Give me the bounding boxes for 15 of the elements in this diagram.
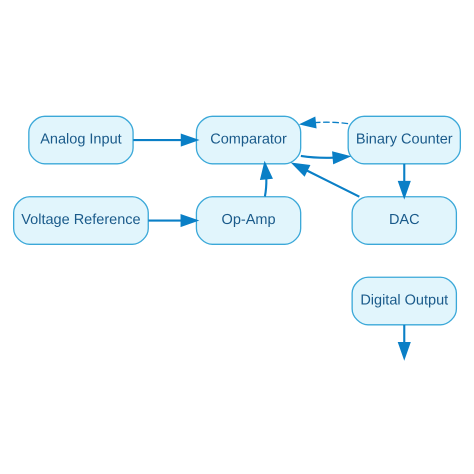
- node-box: Binary Counter: [348, 115, 462, 164]
- arrow: [290, 162, 360, 198]
- node-box: Digital Output: [351, 276, 458, 325]
- node-box: Comparator: [196, 115, 302, 164]
- node-box: DAC: [351, 196, 458, 244]
- arrow: [133, 132, 200, 146]
- arrow: [148, 213, 200, 227]
- node-box: Analog Input: [28, 115, 134, 164]
- arrow: [300, 150, 352, 164]
- arrow: [398, 163, 411, 200]
- node-box: Voltage Reference: [13, 196, 149, 244]
- arrow: [398, 324, 411, 360]
- node-box: Op-Amp: [196, 196, 302, 244]
- arrow: [260, 160, 273, 196]
- arrow: [298, 116, 348, 128]
